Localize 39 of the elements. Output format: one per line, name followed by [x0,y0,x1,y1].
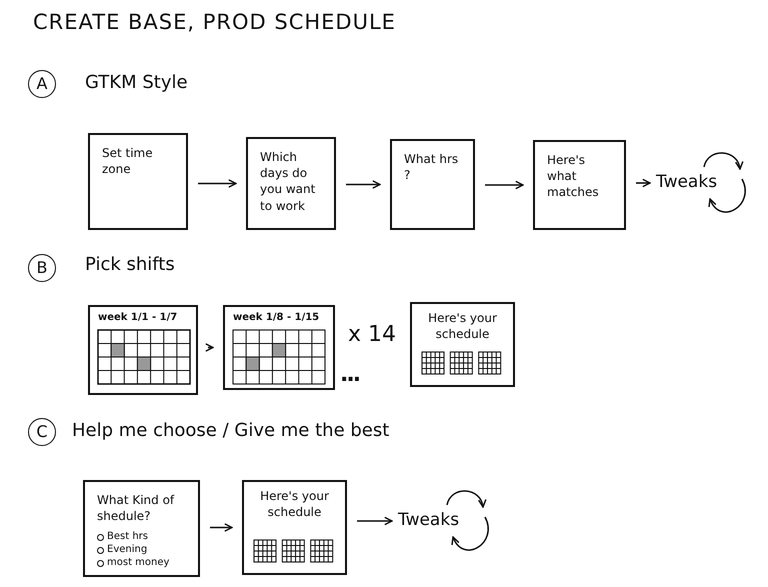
screen-box [246,137,336,230]
screen-text: Set time zone [101,145,154,178]
screen-box [390,139,475,230]
screen-box [410,302,515,387]
screen-box [533,140,626,230]
arrow [210,523,233,532]
arrow [205,343,214,352]
section-heading: Pick shifts [85,254,175,275]
ellipsis: ... [340,362,360,387]
screen-box [88,133,188,230]
step-label: Tweaks [656,172,716,194]
section-heading: Help me choose / Give me the best [72,420,390,441]
radio-option: most money [85,556,198,570]
screen-heading: week 1/8 - 1/15 [232,311,320,324]
screen-text: Which days do you want to work [259,149,316,214]
arrow [198,179,237,188]
radio-option: Evening [85,543,198,556]
screen-heading: week 1/1 - 1/7 [97,311,178,324]
arrow [636,178,651,188]
question-text: What Kind of shedule? [96,492,176,524]
radio-option: Best hrs [85,530,198,544]
screen-box [242,480,347,575]
screen-box [88,305,198,395]
section-marker: A [28,70,56,98]
arrow [357,516,393,526]
screen-text: What hrs ? [403,151,460,184]
section-heading: GTKM Style [85,72,188,93]
arrow [485,180,524,190]
section-marker: C [28,418,56,446]
screen-box [83,480,200,577]
screen-heading: Here's your schedule [259,488,330,520]
screen-text: Here's what matches [546,152,600,201]
page-title: CREATE BASE, PROD SCHEDULE [33,10,396,34]
repeat-count: x 14 [348,322,396,347]
section-marker: B [28,254,56,282]
screen-heading: Here's your schedule [427,310,498,342]
arrow [346,180,381,189]
screen-box [223,305,335,390]
step-label: Tweaks [398,510,460,532]
